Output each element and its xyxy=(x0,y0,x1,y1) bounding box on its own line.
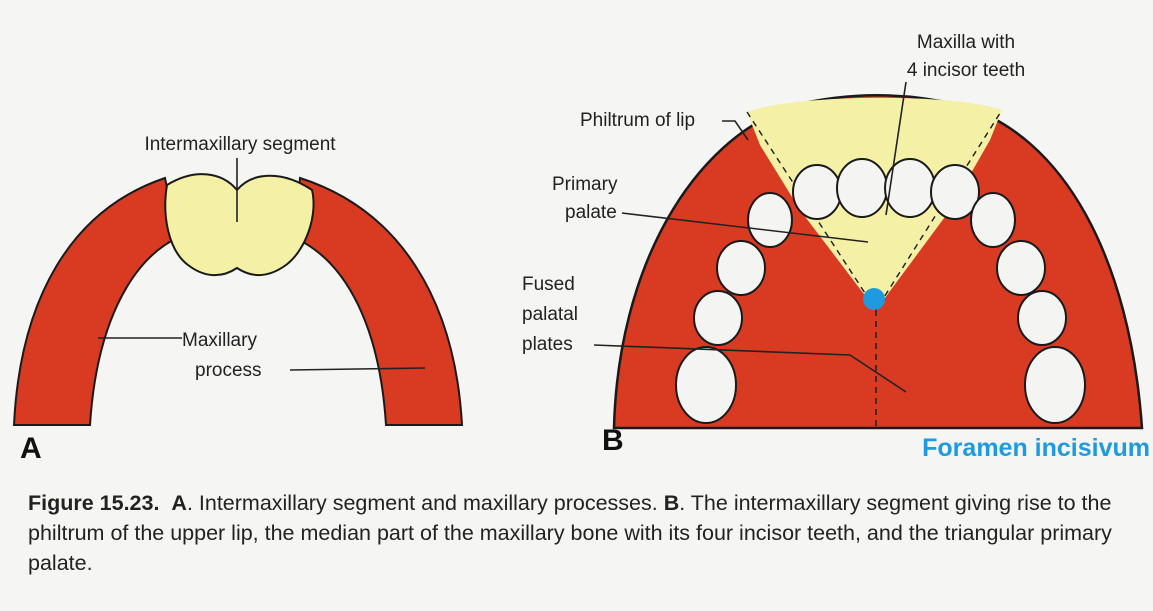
incisor-tooth xyxy=(793,165,841,219)
label-maxilla-line2: 4 incisor teeth xyxy=(907,60,1025,81)
tooth-left xyxy=(717,241,765,295)
label-intermaxillary-segment: Intermaxillary segment xyxy=(144,134,336,155)
label-process: process xyxy=(195,360,262,381)
tooth-right xyxy=(1018,291,1066,345)
label-maxilla-line1: Maxilla with xyxy=(917,32,1015,53)
foramen-incisivum-label: Foramen incisivum xyxy=(922,434,1150,462)
label-palatal: palatal xyxy=(522,304,578,325)
tooth-right xyxy=(971,193,1015,247)
foramen-incisivum-marker xyxy=(863,288,885,310)
embryology-figure: Intermaxillary segment Maxillary process… xyxy=(0,0,1153,470)
label-maxillary: Maxillary xyxy=(182,330,257,351)
tooth-left xyxy=(676,347,736,423)
tooth-right xyxy=(997,241,1045,295)
panel-letter-b: B xyxy=(602,424,624,457)
figure-caption: Figure 15.23. A. Intermaxillary segment … xyxy=(28,488,1133,578)
panel-b: Maxilla with 4 incisor teeth Philtrum of… xyxy=(522,32,1150,462)
caption-b-letter: B xyxy=(664,491,680,515)
tooth-right xyxy=(1025,347,1085,423)
panel-a: Intermaxillary segment Maxillary process… xyxy=(14,134,462,465)
label-primary: Primary xyxy=(552,174,618,195)
label-fused: Fused xyxy=(522,274,575,295)
incisor-tooth xyxy=(837,159,887,217)
tooth-left xyxy=(694,291,742,345)
caption-figure-label: Figure 15.23. xyxy=(28,491,159,515)
caption-a-text: . Intermaxillary segment and maxillary p… xyxy=(187,491,664,515)
intermaxillary-segment-shape xyxy=(165,174,313,275)
maxillary-process-right xyxy=(295,178,462,425)
label-palate: palate xyxy=(565,202,617,223)
panel-letter-a: A xyxy=(20,432,42,465)
caption-a-letter: A xyxy=(171,491,187,515)
label-plates: plates xyxy=(522,334,573,355)
label-philtrum: Philtrum of lip xyxy=(580,110,695,131)
maxillary-process-left xyxy=(14,178,177,425)
tooth-left xyxy=(748,193,792,247)
